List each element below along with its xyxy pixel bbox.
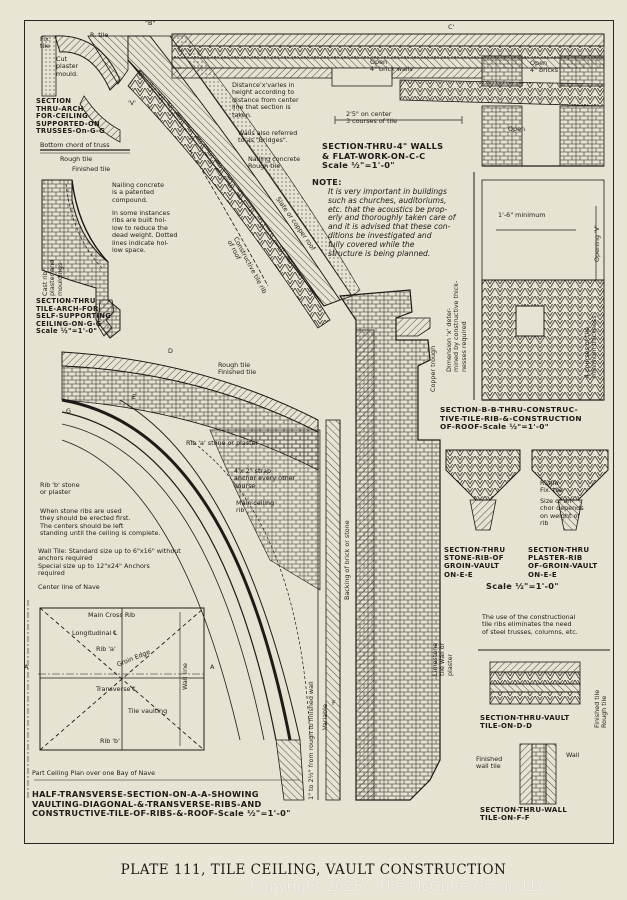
open-mid-label: Open (508, 125, 526, 133)
copyright-watermark: Copyright 2025 - The McGuire Group LLC (250, 879, 549, 895)
f-mark: F (332, 699, 336, 707)
wall-label: Wall (566, 751, 580, 759)
backing-label: Backing of brick or stone (343, 520, 351, 600)
e-mark: E (132, 393, 137, 401)
cast-rib-label: Cast rib plaster and mouldings (41, 259, 64, 296)
nailing-rough-tile-label: Nailing concrete Rough tile (248, 155, 301, 171)
copper-trough-label: Copper trough (429, 345, 437, 392)
finished-wall-tile-label: Finished wall tile (476, 755, 503, 771)
longitudinal-label: Longitudinal ℄ (72, 629, 118, 637)
finished-rough-tile-label: Finished tile Rough tile (593, 689, 609, 728)
a-mark-left: A (24, 663, 29, 671)
groin-rib-details (445, 449, 609, 531)
rib-b-label: Rib 'b' stone or plaster (40, 481, 80, 497)
use-of-ribs-note: The use of the constructional tile ribs … (482, 613, 578, 636)
limestone-label: Limestone tile wall or plaster (431, 642, 454, 676)
stone-ribs-note: When stone ribs are used they should be … (40, 507, 161, 538)
section-wall-tile-title: SECTION-THRU-WALL TILE-ON-F-F (480, 806, 568, 823)
plate-caption: PLATE 111, TILE CEILING, VAULT CONSTRUCT… (120, 862, 507, 878)
cut-plaster-label: Cut plaster mould. (56, 55, 79, 78)
hollow-ribs-note: In some instances ribs are built hol- lo… (112, 209, 178, 255)
self-supporting-ceiling-detail (41, 179, 121, 339)
bottom-chord-label: Bottom chord of truss (40, 141, 110, 149)
wall-tile-section (519, 743, 557, 805)
r-fix-tile-label: R. tile Fix. tile (540, 479, 563, 495)
tile-vaulting-label: Tile vaulting (128, 707, 168, 715)
rib-a-label: Rib 'a' stone or plaster (186, 439, 259, 447)
b-mark: "B" (145, 19, 156, 27)
acoustics-note: It is very important in buildings such a… (328, 187, 456, 258)
spacing-label: 2'5" on center 3 courses of tile (346, 110, 398, 126)
center-line-label: Center line of Nave (38, 583, 100, 591)
section-tile-arch-title: SECTION-THRU TILE-ARCH-FOR SELF-SUPPORTI… (36, 297, 112, 336)
section-walls-title: SECTION-THRU-4" WALLS & FLAT-WORK-ON-C-C… (322, 141, 444, 170)
note-heading: NOTE: (312, 177, 342, 187)
scale-half-label: Scale ½"=1'-0" (486, 581, 559, 591)
opening-v-label: Opening 'V' (593, 225, 601, 262)
distance-varies-note: Distance'x'varies in height according to… (232, 81, 299, 119)
transverse-label: Transverse ℄ (96, 685, 137, 693)
d-mark: D (168, 347, 173, 355)
thickness-label: 1" to 2½" from rough to finished wall (307, 681, 315, 800)
rough-finished-tile-label: Rough tile Finished tile (218, 361, 257, 377)
vault-tile-section (478, 649, 610, 705)
four-courses-label: 4 courses of tile minimum thickness (583, 315, 599, 378)
section-arch-title: SECTION THRU-ARCH FOR-CEILING SUPPORTED-… (36, 97, 105, 136)
section-bb-title: SECTION-B-B-THRU-CONSTRUC- TIVE-TILE-RIB… (440, 405, 582, 432)
section-vault-tile-title: SECTION-THRU-VAULT TILE-ON-D-D (480, 714, 570, 731)
open-bricks-label: Open 4" bricks (530, 59, 559, 75)
main-cross-rib-label: Main Cross Rib (88, 611, 136, 619)
v-mark: 'V' (128, 99, 136, 107)
open-brick-walls-label: Open 4" brick walls (370, 58, 413, 74)
a-mark-right: A (210, 663, 215, 671)
finished-tile-top-label: Finished tile (72, 165, 111, 173)
pier-and-buttress (317, 289, 441, 801)
wall-line-label: Wall line (181, 663, 189, 690)
anchor-size-label: Size of an- chor depends on weight of ri… (540, 497, 584, 528)
arch-section-detail (40, 35, 130, 154)
variable-label: Variable (321, 704, 329, 730)
rough-tile-top-label: Rough tile (60, 155, 93, 163)
dimension-x-label: Dimension 'x' deter- mined by constructi… (445, 280, 468, 372)
nailing-concrete-note: Nailing concrete is a patented compound. (112, 181, 165, 204)
vault-ribs (61, 351, 321, 801)
r-tile-label: R. tile (90, 31, 109, 39)
rib-b-plan-label: Rib 'b' (100, 737, 120, 745)
rib-a-plan-label: Rib 'a' (96, 645, 116, 653)
section-plaster-rib-title: SECTION-THRU PLASTER-RIB OF-GROIN-VAULT … (528, 546, 598, 579)
section-stone-rib-title: SECTION-THRU STONE-RIB-OF GROIN-VAULT ON… (444, 546, 506, 579)
g-mark: G (66, 407, 71, 415)
section-bb-detail (473, 172, 605, 401)
part-plan-label: Part Ceiling Plan over one Bay of Nave (32, 769, 156, 777)
half-section-title: HALF-TRANSVERSE-SECTION-ON-A-A-SHOWING V… (32, 789, 291, 818)
main-ceiling-rib-label: Main ceiling rib (236, 499, 275, 515)
c-mark: C' (448, 23, 455, 31)
ceiling-plan (34, 607, 300, 781)
walls-bridges-note: Walls also referred to as "Bridges". (238, 129, 298, 145)
four-inch-walls-section (171, 33, 605, 167)
strap-anchor-label: 4'x 2" strap anchor every other course (234, 467, 296, 490)
minimum-label: 1'-6" minimum (498, 211, 546, 219)
wall-tile-note: Wall Tile: Standard size up to 6"x16" wi… (38, 547, 181, 578)
fix-tile-label: Fix. tile (40, 35, 51, 51)
roof-slope-section (127, 35, 361, 329)
